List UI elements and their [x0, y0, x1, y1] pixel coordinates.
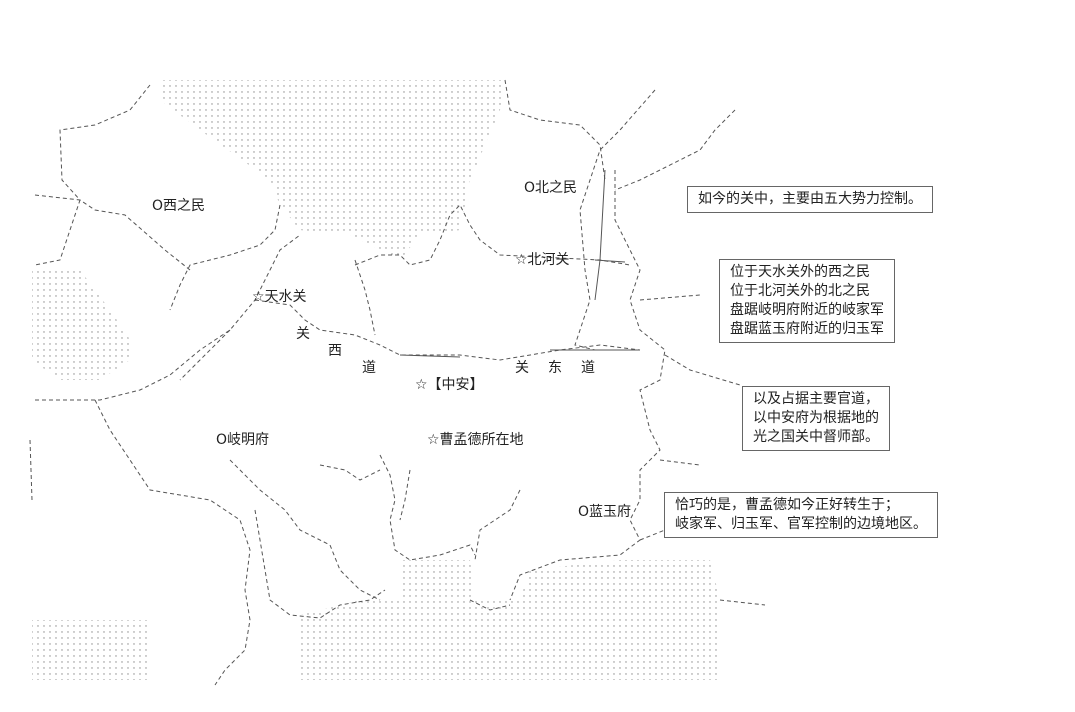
note-box-2: 位于天水关外的西之民 位于北河关外的北之民 盘踞岐明府附近的岐家军 盘踞蓝玉府附…	[719, 259, 895, 343]
place-xizhimin: O西之民	[152, 198, 206, 214]
note-box-2-line-4: 盘踞蓝玉府附近的归玉军	[730, 321, 884, 337]
road-west-char-1: 关	[296, 326, 310, 342]
roads	[399, 169, 640, 358]
note-box-3-line-3: 光之国关中督师部。	[753, 429, 879, 445]
road-east-char-3: 道	[581, 360, 595, 376]
boundaries	[29, 79, 766, 686]
note-box-1: 如今的关中，主要由五大势力控制。	[687, 186, 933, 213]
road-west-char-2: 西	[328, 343, 342, 359]
note-box-2-line-1: 位于天水关外的西之民	[730, 264, 870, 280]
note-box-3-line-2: 以中安府为根据地的	[753, 410, 879, 426]
sw-waves	[32, 620, 150, 680]
road-east-char-1: 关	[515, 360, 529, 376]
note-box-4: 恰巧的是，曹孟德如今正好转生于； 岐家军、归玉军、官军控制的边境地区。	[664, 492, 938, 538]
road-west-char-3: 道	[362, 360, 376, 376]
note-box-3: 以及占据主要官道， 以中安府为根据地的 光之国关中督师部。	[742, 386, 890, 451]
west-hills	[32, 270, 130, 380]
place-caomengde: ☆曹孟德所在地	[427, 432, 524, 448]
note-box-4-line-2: 岐家军、归玉军、官军控制的边境地区。	[675, 516, 927, 532]
dotted-areas	[32, 80, 720, 680]
note-box-2-line-2: 位于北河关外的北之民	[730, 283, 870, 299]
place-beizhimin: O北之民	[524, 180, 578, 196]
note-box-3-line-1: 以及占据主要官道，	[753, 391, 879, 407]
place-lanyufu: O蓝玉府	[578, 504, 632, 520]
place-tianshuiguan: ☆天水关	[252, 289, 307, 305]
road-east-char-2: 东	[548, 360, 562, 376]
north-lake	[160, 80, 505, 260]
place-zhongan: ☆【中安】	[415, 377, 484, 393]
place-qimingfu: O岐明府	[216, 432, 270, 448]
south-sea	[300, 560, 720, 680]
note-box-1-line-1: 如今的关中，主要由五大势力控制。	[698, 191, 922, 207]
note-box-2-line-3: 盘踞岐明府附近的岐家军	[730, 302, 884, 318]
place-beiheguan: ☆北河关	[515, 252, 570, 268]
south-center-dots	[400, 560, 475, 600]
note-box-4-line-1: 恰巧的是，曹孟德如今正好转生于；	[675, 497, 899, 513]
